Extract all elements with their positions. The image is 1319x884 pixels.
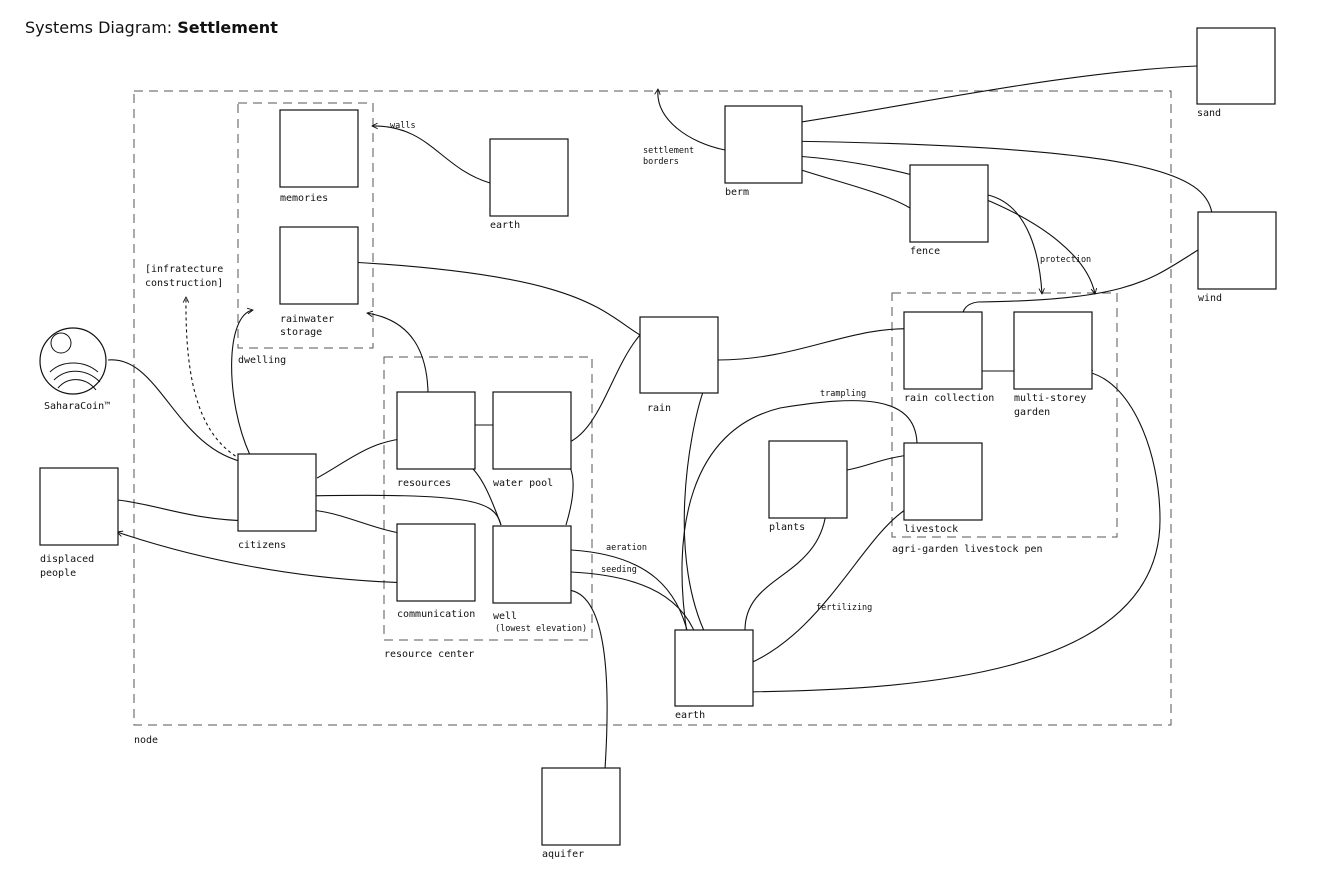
plants-label: plants (769, 522, 805, 533)
dwelling-group (237, 102, 374, 349)
saharacoin-label: SaharaCoin™ (44, 401, 110, 412)
memories-box (279, 109, 359, 188)
rain-collection-label: rain collection (904, 393, 994, 404)
node-group-label: node (134, 735, 158, 746)
edge-garden-earth (740, 372, 1161, 692)
fertilizing-label: fertilizing (816, 603, 872, 613)
edge-resources-rainwater (367, 313, 428, 405)
rain-box (639, 316, 719, 394)
seeding-label: seeding (601, 565, 637, 575)
rainwater-storage-label-2: storage (280, 327, 322, 338)
livestock-label: livestock (904, 524, 958, 535)
page-title: Systems Diagram: Settlement (25, 18, 278, 37)
displaced-people-label-1: displaced (40, 554, 94, 565)
edge-livestock-trampling (681, 400, 918, 640)
edge-citizens-dwelling (231, 310, 253, 456)
berm-box (724, 105, 803, 184)
settlement-borders-label-2: borders (643, 157, 679, 167)
edge-wind-berm (781, 141, 1213, 214)
communication-box (396, 523, 476, 602)
trampling-label: trampling (820, 389, 866, 399)
edge-displaced-citizens (117, 499, 252, 521)
edge-fence-protection (987, 194, 1042, 294)
citizens-box (237, 453, 317, 532)
title-prefix: Systems Diagram: (25, 18, 178, 37)
resource-center-group (383, 356, 593, 641)
edge-livestock-fertilizing (738, 509, 906, 668)
resources-box (396, 391, 476, 470)
edge-communication-displaced (117, 532, 412, 583)
memories-label: memories (280, 193, 328, 204)
communication-label: communication (397, 609, 475, 620)
well-box (492, 525, 572, 604)
edge-well-citizens (304, 495, 502, 526)
earth-bottom-label: earth (675, 710, 705, 721)
wind-label: wind (1198, 293, 1222, 304)
displaced-people-box (39, 467, 119, 546)
infrastructure-label-1: [infratecture (145, 264, 223, 275)
fence-box (909, 164, 989, 243)
rain-label: rain (647, 403, 671, 414)
wind-box (1197, 211, 1277, 290)
settlement-borders-label-1: settlement (643, 146, 694, 156)
rainwater-storage-box (279, 226, 359, 305)
edge-aquifer-well (562, 590, 608, 770)
earth-top-label: earth (490, 220, 520, 231)
sand-box (1196, 27, 1276, 105)
edge-rain-raincollection (717, 329, 917, 361)
livestock-box (903, 442, 983, 521)
displaced-people-label-2: people (40, 568, 76, 579)
edges (107, 65, 1213, 770)
earth-bottom-box (674, 629, 754, 707)
water-pool-box (492, 391, 572, 470)
earth-top-box (489, 138, 569, 217)
water-pool-label: water pool (493, 478, 553, 489)
node-group (133, 90, 1172, 726)
edge-citizens-infrastructure (186, 297, 247, 463)
aquifer-box (541, 767, 621, 846)
multi-storey-garden-box (1013, 311, 1093, 390)
resource-center-group-label: resource center (384, 649, 474, 660)
agri-garden-group-label: agri-garden livestock pen (892, 544, 1043, 555)
saharacoin-icon (39, 327, 107, 395)
resources-label: resources (397, 478, 451, 489)
edge-saharacoin-citizens (107, 359, 248, 463)
multi-storey-garden-label-2: garden (1014, 407, 1050, 418)
edge-sand-berm (781, 65, 1198, 125)
edge-rain-waterpool (562, 334, 641, 445)
edge-well-resources (462, 460, 502, 526)
edge-rain-rainwater (350, 262, 641, 336)
edge-well-aeration (570, 549, 690, 643)
citizens-label: citizens (238, 540, 286, 551)
berm-label: berm (725, 187, 749, 198)
aeration-label: aeration (606, 543, 647, 553)
aquifer-label: aquifer (542, 849, 584, 860)
title-bold: Settlement (177, 18, 278, 37)
sand-label: sand (1197, 108, 1221, 119)
well-label-2: (lowest elevation) (495, 624, 587, 634)
fence-label: fence (910, 246, 940, 257)
edge-well-seeding (570, 571, 697, 638)
edge-citizens-communication (305, 510, 412, 535)
edge-rain-earth (683, 391, 710, 643)
walls-label: walls (390, 121, 416, 131)
edge-earth-walls (372, 126, 491, 184)
protection-label: protection (1040, 255, 1091, 265)
well-label-1: well (493, 611, 517, 622)
rain-collection-box (903, 311, 983, 390)
plants-box (768, 440, 848, 519)
multi-storey-garden-label-1: multi-storey (1014, 393, 1086, 404)
rainwater-storage-label-1: rainwater (280, 314, 334, 325)
infrastructure-label-2: construction] (145, 278, 223, 289)
dwelling-group-label: dwelling (238, 355, 286, 366)
edge-berm-borders (658, 89, 726, 151)
